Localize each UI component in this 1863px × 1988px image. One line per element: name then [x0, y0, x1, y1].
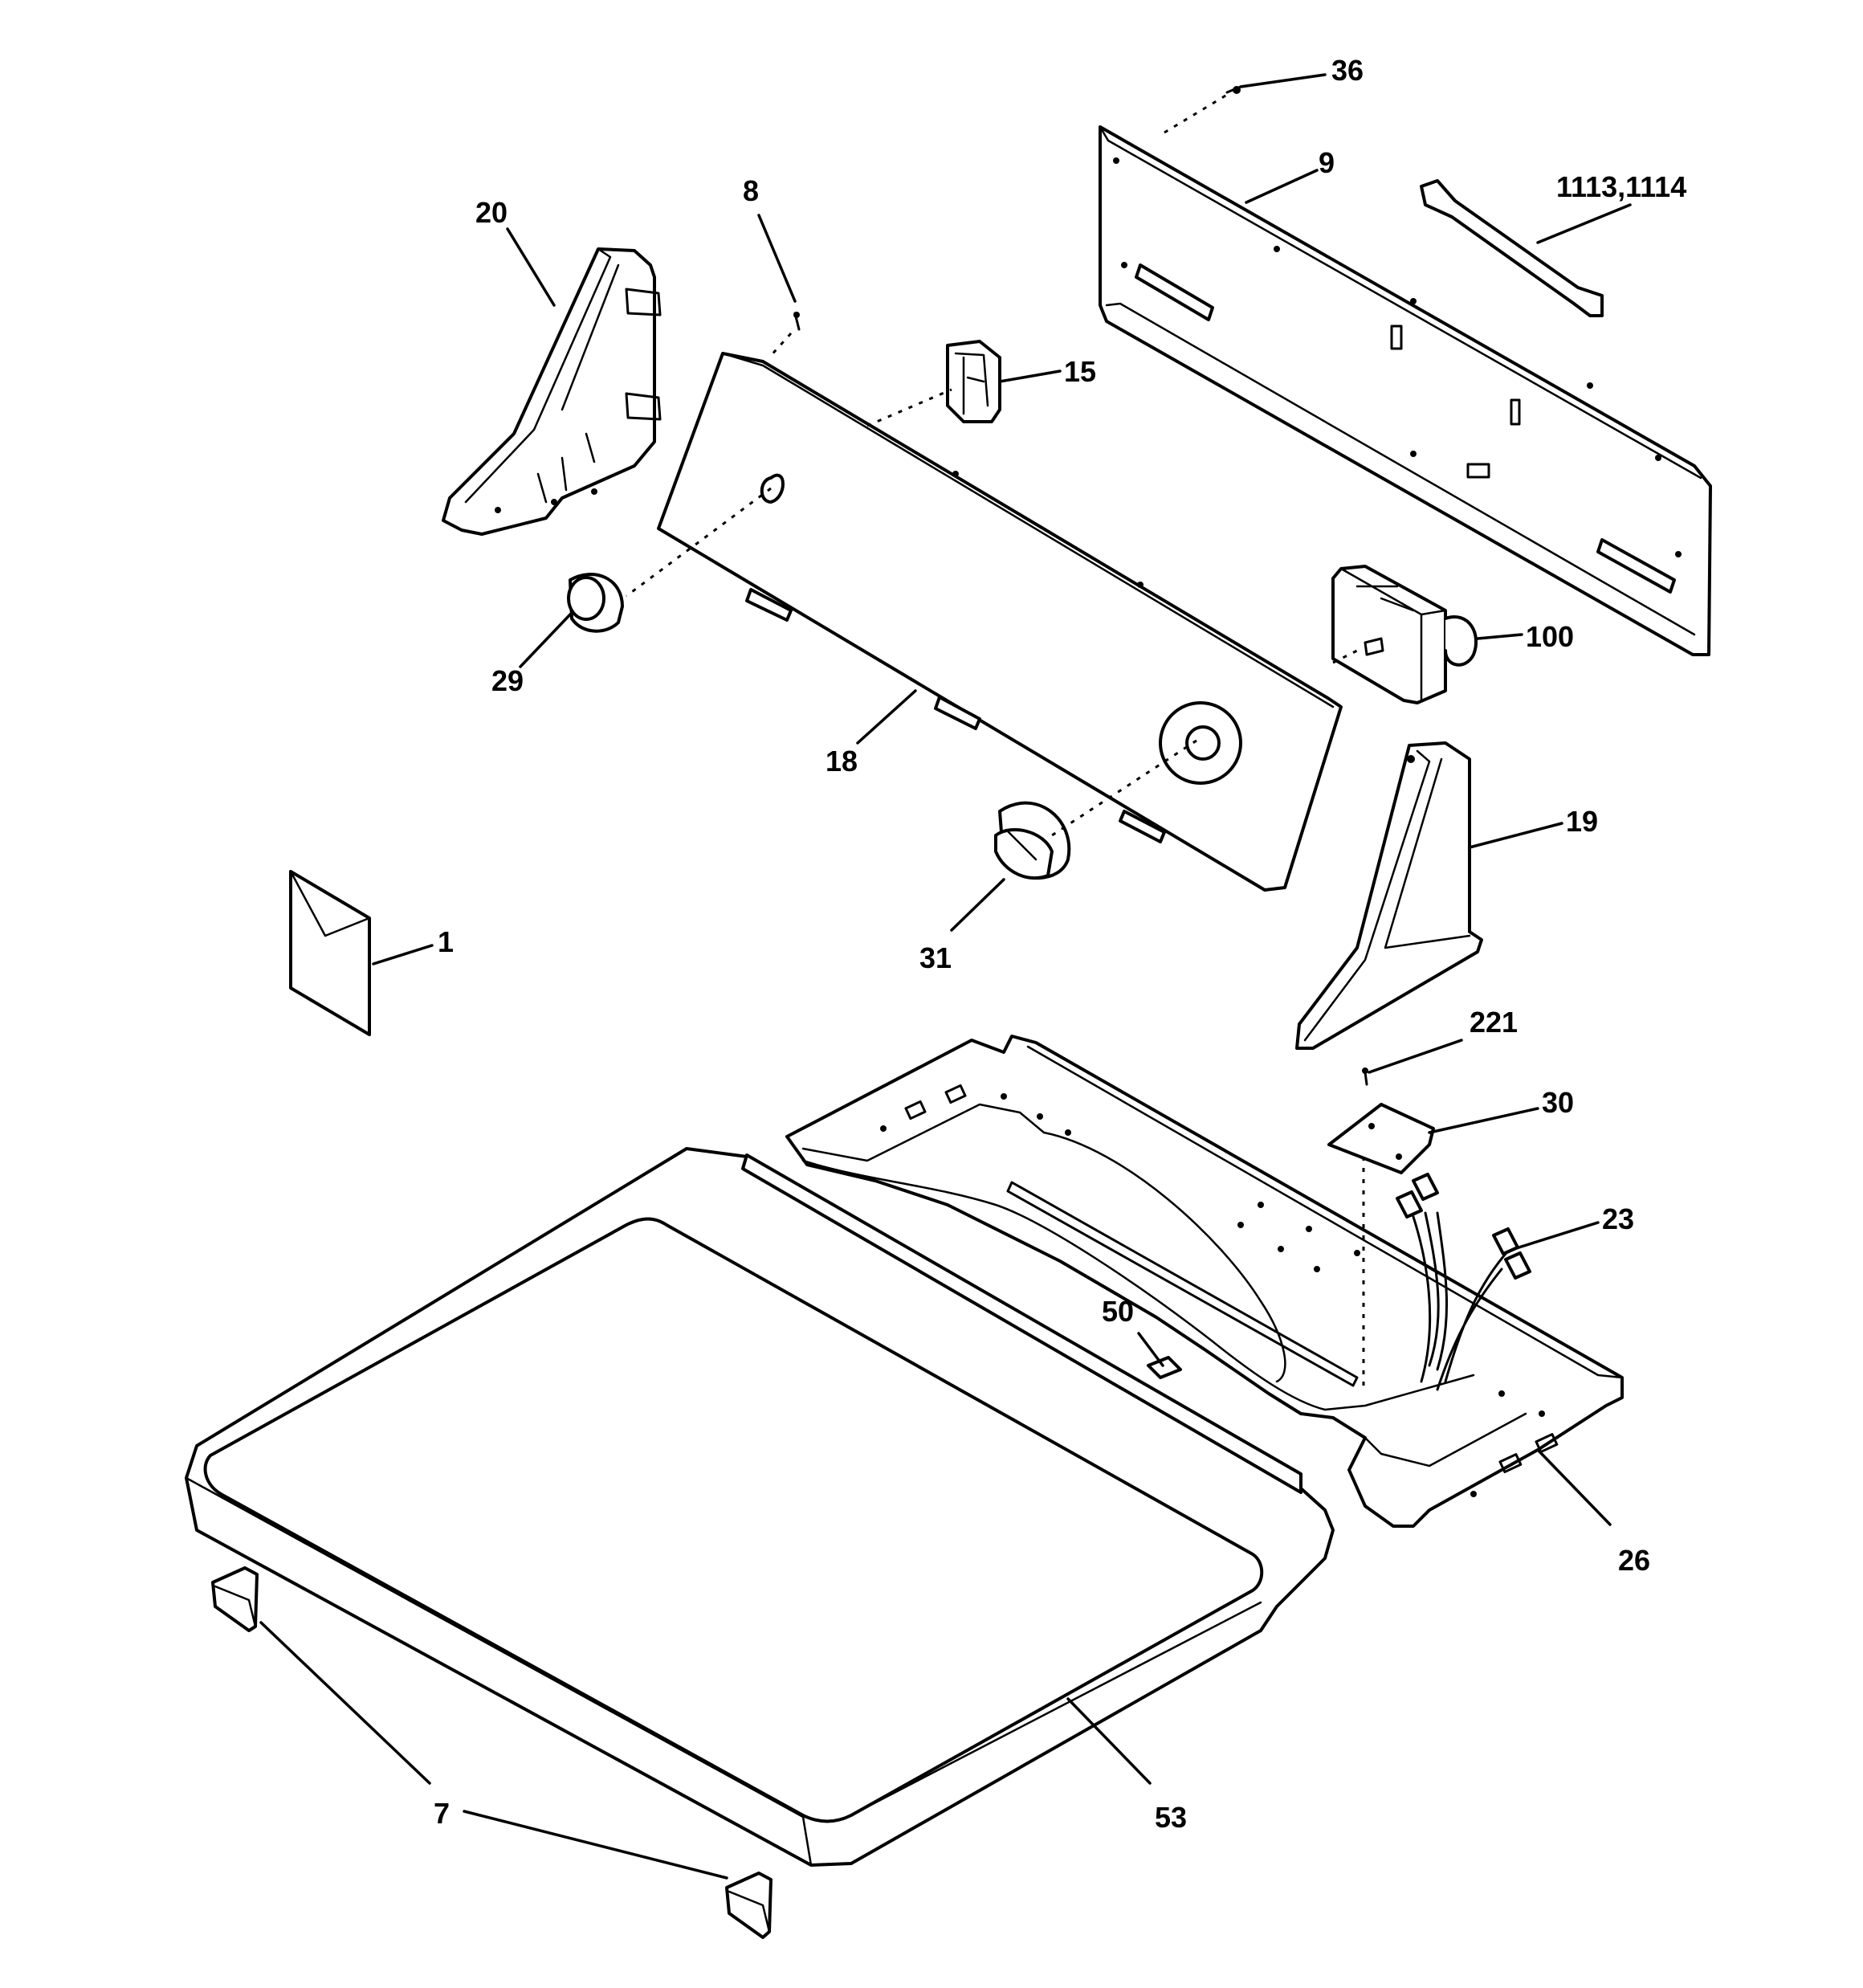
- part-18-control-panel: [657, 352, 1343, 892]
- part-7-bracket-left: [211, 1566, 259, 1632]
- callout-7: 7: [434, 1797, 450, 1830]
- callout-1: 1: [438, 925, 454, 958]
- part-1-literature: [289, 870, 371, 1036]
- part-31-timer-knob: [994, 801, 1071, 880]
- part-1113-1114-rod: [1420, 179, 1604, 317]
- callout-221: 221: [1470, 1006, 1518, 1039]
- part-26-top-frame: [785, 1035, 1624, 1528]
- part-9-back-panel: [1099, 125, 1712, 656]
- part-100-timer: [1331, 565, 1478, 704]
- callout-23: 23: [1602, 1202, 1634, 1235]
- part-15-switch: [946, 340, 1001, 423]
- callout-31: 31: [919, 941, 952, 974]
- leader-lines: [259, 73, 1632, 1880]
- part-36-screw: [1225, 85, 1242, 94]
- callout-20: 20: [475, 196, 508, 229]
- callout-19: 19: [1566, 805, 1598, 838]
- assembly-lines: [626, 93, 1365, 1390]
- part-20-left-end-cap: [442, 247, 662, 536]
- part-53-main-top: [185, 1147, 1335, 1867]
- callout-29: 29: [491, 664, 524, 697]
- callout-53: 53: [1155, 1801, 1187, 1834]
- part-30-plate: [1327, 1103, 1435, 1174]
- callout-labels: 36 9 1113,1114 20 8 15 29 100 18 19 31 1…: [434, 54, 1686, 1834]
- callout-100: 100: [1526, 620, 1574, 653]
- callout-8: 8: [743, 174, 759, 207]
- callout-15: 15: [1064, 355, 1096, 388]
- part-7-bracket-right: [725, 1872, 773, 1939]
- callout-50: 50: [1102, 1295, 1134, 1328]
- part-23-wire-harness: [1396, 1173, 1531, 1391]
- part-19-right-end-cap: [1295, 741, 1483, 1050]
- callout-18: 18: [826, 745, 858, 778]
- callout-9: 9: [1319, 146, 1335, 179]
- callout-36: 36: [1331, 54, 1364, 87]
- part-8-screw: [793, 312, 801, 331]
- part-221-screw: [1362, 1067, 1368, 1086]
- callout-26: 26: [1618, 1544, 1650, 1577]
- callout-1113-1114: 1113,1114: [1556, 170, 1686, 203]
- callout-30: 30: [1542, 1086, 1574, 1119]
- part-29-knob: [567, 572, 624, 633]
